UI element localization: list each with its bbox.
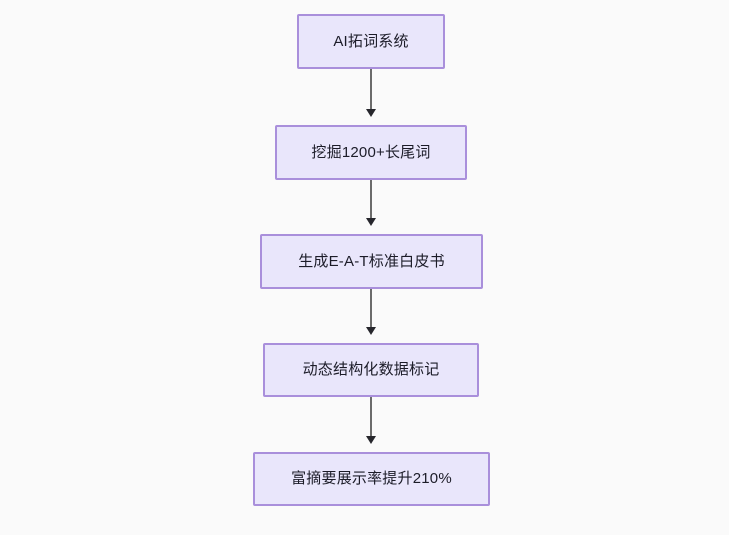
arrow-head-icon [366,109,376,117]
arrow-head-icon [366,327,376,335]
arrow-head-icon [366,218,376,226]
flow-node-5[interactable]: 富摘要展示率提升210% [253,452,490,506]
flow-node-1[interactable]: AI拓词系统 [297,14,445,69]
arrow-head-icon [366,436,376,444]
flow-arrow-3-line [370,289,372,328]
flow-node-3[interactable]: 生成E-A-T标准白皮书 [260,234,483,289]
flow-arrow-4-line [370,397,372,437]
flow-node-2-label: 挖掘1200+长尾词 [311,143,431,161]
flow-arrow-2-line [370,180,372,219]
flow-node-3-label: 生成E-A-T标准白皮书 [298,252,445,270]
flow-node-5-label: 富摘要展示率提升210% [291,470,452,487]
flow-node-4[interactable]: 动态结构化数据标记 [263,343,479,397]
flow-node-4-label: 动态结构化数据标记 [302,361,440,378]
flow-node-2[interactable]: 挖掘1200+长尾词 [275,125,467,180]
flow-arrow-1-line [370,69,372,110]
flow-node-1-label: AI拓词系统 [333,32,409,50]
